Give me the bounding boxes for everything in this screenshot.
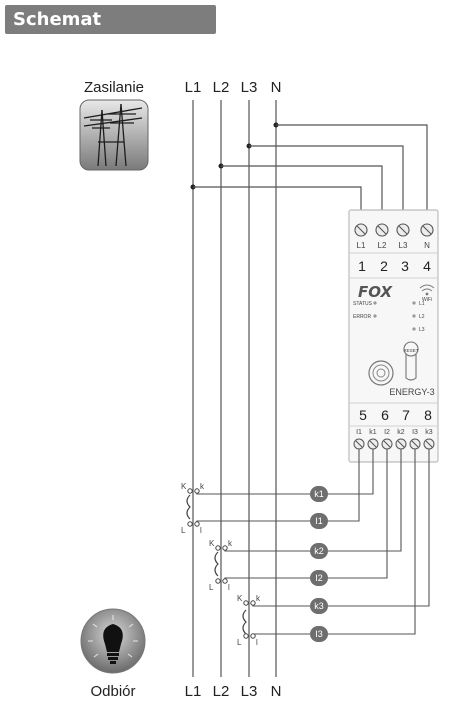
phase-label-bottom-l1: L1 (185, 683, 202, 700)
current-transformer-2 (214, 551, 219, 577)
brand-logo: FOX (358, 283, 393, 301)
ct3-pin-k: k (256, 594, 261, 603)
led-label-l1: L1 (419, 301, 425, 307)
ct1-pin-L: L (181, 526, 186, 535)
knob-icon (368, 360, 394, 386)
terminal-number-1: 1 (358, 258, 366, 274)
wire-n (276, 124, 428, 210)
badge-i1: I1 (315, 516, 323, 526)
ct3-pin-K: K (237, 594, 243, 603)
ct1-pin-l: l (200, 526, 202, 535)
phase-label-bottom-n: N (271, 683, 282, 700)
wire-k1 (328, 449, 374, 495)
reset-label: RESET (403, 348, 418, 353)
terminal-label-i1: I1 (356, 429, 362, 436)
current-transformer-3 (242, 609, 247, 635)
terminal-number-3: 3 (401, 258, 409, 274)
wire-l1 (193, 186, 362, 210)
terminal-label-k3: k3 (425, 429, 433, 436)
ct2-pin-l: l (228, 583, 230, 592)
energy-meter-device (348, 209, 439, 463)
reset-button-icon (403, 341, 419, 381)
error-label: ERROR (353, 314, 371, 320)
wire-k3 (328, 449, 430, 607)
terminal-label-n: N (424, 241, 430, 250)
terminal-label-l2: L2 (378, 241, 387, 250)
terminal-label-k2: k2 (397, 429, 405, 436)
badge-k2: k2 (314, 546, 324, 556)
terminal-number-6: 6 (381, 407, 389, 423)
current-transformer-1 (186, 494, 191, 520)
supply-label: Zasilanie (84, 79, 144, 96)
model-label: ENERGY-3 (389, 387, 434, 397)
terminal-number-2: 2 (380, 258, 388, 274)
badge-k1: k1 (314, 489, 324, 499)
wifi-label: WiFi (422, 297, 432, 303)
badge-i3: I3 (315, 629, 323, 639)
terminal-label-l3: L3 (399, 241, 408, 250)
terminal-label-i2: I2 (384, 429, 390, 436)
wire-l3 (249, 145, 404, 210)
phase-label-top-l1: L1 (185, 79, 202, 96)
terminal-number-8: 8 (424, 407, 432, 423)
ct1-pin-k: k (200, 482, 205, 491)
light-bulb-icon (80, 608, 146, 674)
phase-label-top-l3: L3 (241, 79, 258, 96)
terminal-number-4: 4 (423, 258, 431, 274)
phase-label-top-n: N (271, 79, 282, 96)
terminal-number-7: 7 (402, 407, 410, 423)
power-line-icon (79, 99, 149, 171)
terminal-number-5: 5 (359, 407, 367, 423)
wire-k2 (328, 449, 402, 552)
wire-i1 (328, 449, 360, 522)
wire-i2 (328, 449, 388, 579)
ct3-pin-l: l (256, 638, 258, 647)
load-label: Odbiór (90, 683, 135, 700)
led-label-l3: L3 (419, 327, 425, 333)
ct1-pin-K: K (181, 482, 187, 491)
phase-label-bottom-l2: L2 (213, 683, 230, 700)
page-title: Schemat podłączenia (5, 5, 216, 59)
terminal-label-k1: k1 (369, 429, 377, 436)
badge-i2: I2 (315, 573, 323, 583)
ct2-pin-k: k (228, 539, 233, 548)
status-label: STATUS (353, 301, 373, 307)
ct2-pin-L: L (209, 583, 214, 592)
wire-l2 (221, 165, 383, 210)
badge-k3: k3 (314, 601, 324, 611)
led-label-l2: L2 (419, 314, 425, 320)
ct2-pin-K: K (209, 539, 215, 548)
ct3-pin-L: L (237, 638, 242, 647)
wifi-icon (419, 284, 435, 296)
terminal-label-l1: L1 (357, 241, 366, 250)
wire-i3 (328, 449, 416, 635)
phase-label-bottom-l3: L3 (241, 683, 258, 700)
terminal-label-i3: I3 (412, 429, 418, 436)
phase-label-top-l2: L2 (213, 79, 230, 96)
